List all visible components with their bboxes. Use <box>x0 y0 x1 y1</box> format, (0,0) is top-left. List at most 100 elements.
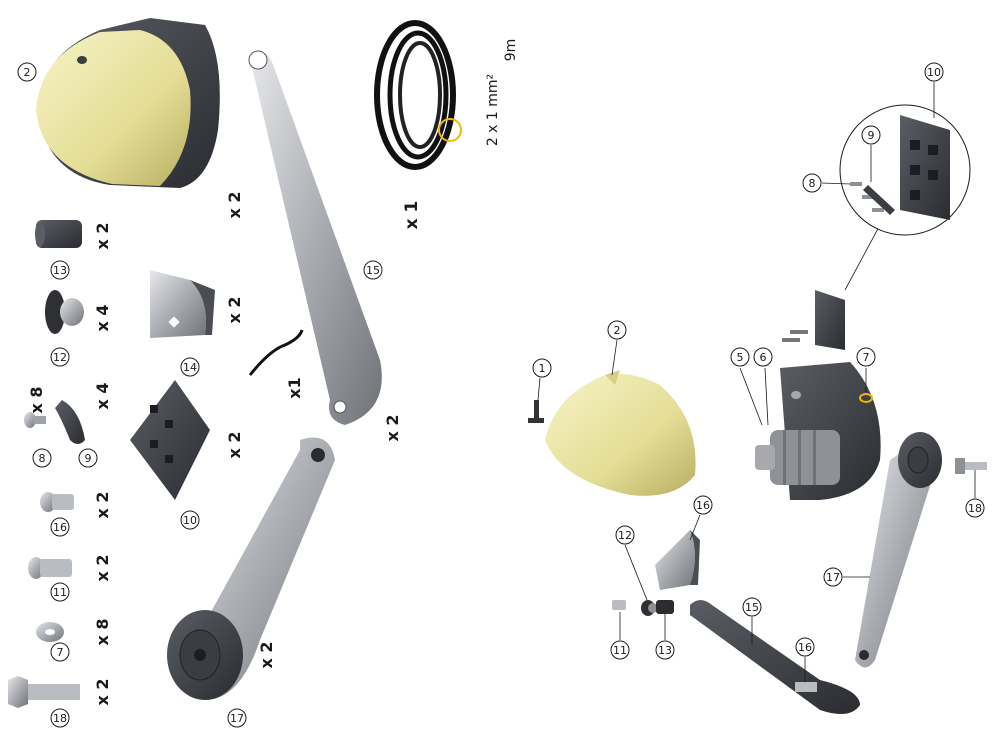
part-13-quantity: x 2 <box>93 222 112 249</box>
exploded-label-8: 8 <box>802 173 822 193</box>
part-15-arm <box>248 50 382 425</box>
part-15-label: 15 <box>363 260 383 280</box>
part-17-label: 17 <box>227 708 247 728</box>
svg-text:11: 11 <box>53 586 67 599</box>
part-8-quantity: x 8 <box>27 386 46 413</box>
cover-quantity: x 2 <box>225 191 244 218</box>
exploded-bolt-11 <box>612 600 626 610</box>
svg-text:7: 7 <box>57 646 64 659</box>
svg-text:16: 16 <box>696 499 710 512</box>
part-16-quantity: x 2 <box>93 491 112 518</box>
part-18-quantity: x 2 <box>93 678 112 705</box>
svg-text:9: 9 <box>868 129 875 142</box>
exploded-label-13: 13 <box>655 640 675 660</box>
part-7-washer <box>36 622 64 642</box>
part-8-screw <box>24 412 46 428</box>
part-7-label: 7 <box>50 642 70 662</box>
svg-text:11: 11 <box>613 644 627 657</box>
svg-text:18: 18 <box>968 502 982 515</box>
part-11-label: 11 <box>50 582 70 602</box>
svg-text:16: 16 <box>798 641 812 654</box>
part-2-label: 2 <box>17 62 37 82</box>
svg-text:9: 9 <box>85 452 92 465</box>
exploded-label-14: 16 <box>693 495 713 515</box>
svg-text:1: 1 <box>539 362 546 375</box>
part-13-label: 13 <box>50 260 70 280</box>
exploded-cover <box>545 370 696 496</box>
part-12-bushing <box>45 290 84 334</box>
svg-text:17: 17 <box>826 571 840 584</box>
svg-text:2: 2 <box>24 66 31 79</box>
exploded-label-5: 5 <box>730 347 750 367</box>
exploded-label-7: 7 <box>856 347 876 367</box>
part-14-quantity: x 2 <box>225 296 244 323</box>
svg-text:10: 10 <box>927 66 941 79</box>
svg-text:17: 17 <box>230 712 244 725</box>
detail-terminal-block <box>900 115 950 220</box>
exploded-label-10: 10 <box>924 62 944 82</box>
exploded-label-15: 15 <box>742 597 762 617</box>
svg-text:15: 15 <box>745 601 759 614</box>
exploded-label-18: 18 <box>965 498 985 518</box>
exploded-label-2: 2 <box>607 320 627 340</box>
part-10-quantity: x 2 <box>225 431 244 458</box>
svg-text:15: 15 <box>366 264 380 277</box>
svg-text:18: 18 <box>53 712 67 725</box>
wire-piece <box>248 329 304 376</box>
part-17-quantity: x 2 <box>257 641 276 668</box>
part-8-label: 8 <box>32 448 52 468</box>
cable-spec-1: 2 x 1 mm² <box>485 74 501 146</box>
svg-text:12: 12 <box>53 351 67 364</box>
exploded-terminal-small <box>782 290 845 350</box>
exploded-label-16: 16 <box>795 637 815 657</box>
part-11-quantity: x 2 <box>93 554 112 581</box>
svg-text:13: 13 <box>53 264 67 277</box>
part-12-label: 12 <box>50 347 70 367</box>
exploded-bracket-14 <box>655 530 700 590</box>
part-10-label: 10 <box>180 510 200 530</box>
exploded-label-17: 17 <box>823 567 843 587</box>
exploded-label-6: 6 <box>753 347 773 367</box>
exploded-motor-housing <box>755 362 881 500</box>
svg-text:6: 6 <box>760 351 767 364</box>
part-10-terminal-block <box>130 380 210 500</box>
part-17-arm <box>167 437 335 700</box>
svg-text:12: 12 <box>618 529 632 542</box>
exploded-screw-1 <box>528 400 544 423</box>
exploded-label-9: 9 <box>861 125 881 145</box>
cable-coil <box>374 20 462 170</box>
part-9-label: 9 <box>78 448 98 468</box>
part-9-clamp <box>55 400 85 444</box>
svg-text:14: 14 <box>183 361 197 374</box>
exploded-label-1: 1 <box>532 358 552 378</box>
part-18-hex-bolt <box>8 676 80 708</box>
svg-text:2: 2 <box>614 324 621 337</box>
wire-quantity: x1 <box>285 377 304 398</box>
part-16-pin <box>40 492 74 512</box>
part-9-quantity: x 4 <box>93 382 112 409</box>
detail-screws <box>850 182 895 215</box>
exploded-arm-17 <box>855 432 942 668</box>
exploded-bushing-12 <box>641 600 658 616</box>
part-18-label: 18 <box>50 708 70 728</box>
exploded-bolt-18 <box>955 458 987 474</box>
part-15-quantity: x 2 <box>383 414 402 441</box>
part-14-label: 14 <box>180 357 200 377</box>
svg-text:5: 5 <box>737 351 744 364</box>
part-12-quantity: x 4 <box>93 304 112 331</box>
svg-text:16: 16 <box>53 521 67 534</box>
exploded-sleeve-13 <box>656 600 674 614</box>
exploded-washer-7 <box>859 393 873 403</box>
part-11-bolt <box>28 557 72 579</box>
part-2-cover <box>36 18 220 188</box>
exploded-arm-15 <box>690 600 860 714</box>
part-14-bracket <box>150 270 215 338</box>
svg-text:7: 7 <box>863 351 870 364</box>
svg-text:8: 8 <box>809 177 816 190</box>
svg-text:8: 8 <box>39 452 46 465</box>
exploded-label-11: 11 <box>610 640 630 660</box>
cable-quantity: x 1 <box>402 201 422 230</box>
part-13-sleeve <box>35 220 82 248</box>
svg-text:13: 13 <box>658 644 672 657</box>
